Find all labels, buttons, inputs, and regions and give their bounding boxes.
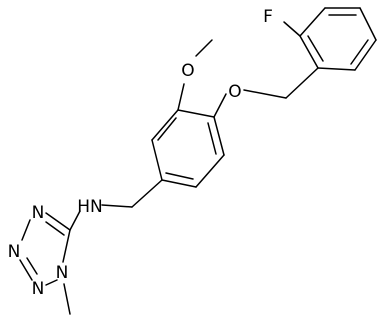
bond-ch2-o [243,89,287,99]
bond [195,154,225,188]
atom-label-amine: HN [77,197,103,217]
atom-label-oxygen: O [181,61,194,81]
double-bond-inner [350,39,369,65]
central-benzene-ring [151,109,225,188]
tetrazole-ring [19,212,71,286]
atom-label-fluorine: F [263,7,273,27]
bond [299,35,319,69]
bond-c-f [283,21,301,37]
bond-ring-ch2 [131,179,163,208]
bond [19,259,33,281]
atom-label-nitrogen: N [56,263,69,283]
double-bond-inner [207,122,217,155]
bond [299,7,326,37]
bond-o-methyl [195,39,213,57]
bond [21,219,31,241]
atom-label-nitrogen: N [8,242,21,262]
atom-label-nitrogen: N [32,279,45,299]
atom-label-nitrogen: N [32,203,45,223]
atom-label-oxygen: O [228,82,241,102]
bond-ch2-n [101,204,133,208]
bond [359,7,377,41]
double-bond-inner [307,35,324,62]
bond [213,116,225,156]
bond-ring-ch2 [285,67,319,99]
double-bond-inner [165,172,194,180]
bond [317,67,356,71]
bond-n-tetrazole [69,210,81,231]
bond [151,139,163,181]
bond [177,109,215,118]
double-bond-inner [157,117,177,141]
bond [161,179,197,188]
fluorophenyl-ring [299,7,377,71]
bond [45,212,71,231]
bond [151,109,179,141]
bond-o-ring [213,93,227,118]
double-bond-inner [26,257,38,275]
bond [354,39,377,71]
bond [62,229,71,263]
double-bond-inner [45,221,65,236]
bond-n-methyl [63,283,71,315]
bond [45,279,58,286]
bond-ring-o-methoxy [177,83,185,111]
